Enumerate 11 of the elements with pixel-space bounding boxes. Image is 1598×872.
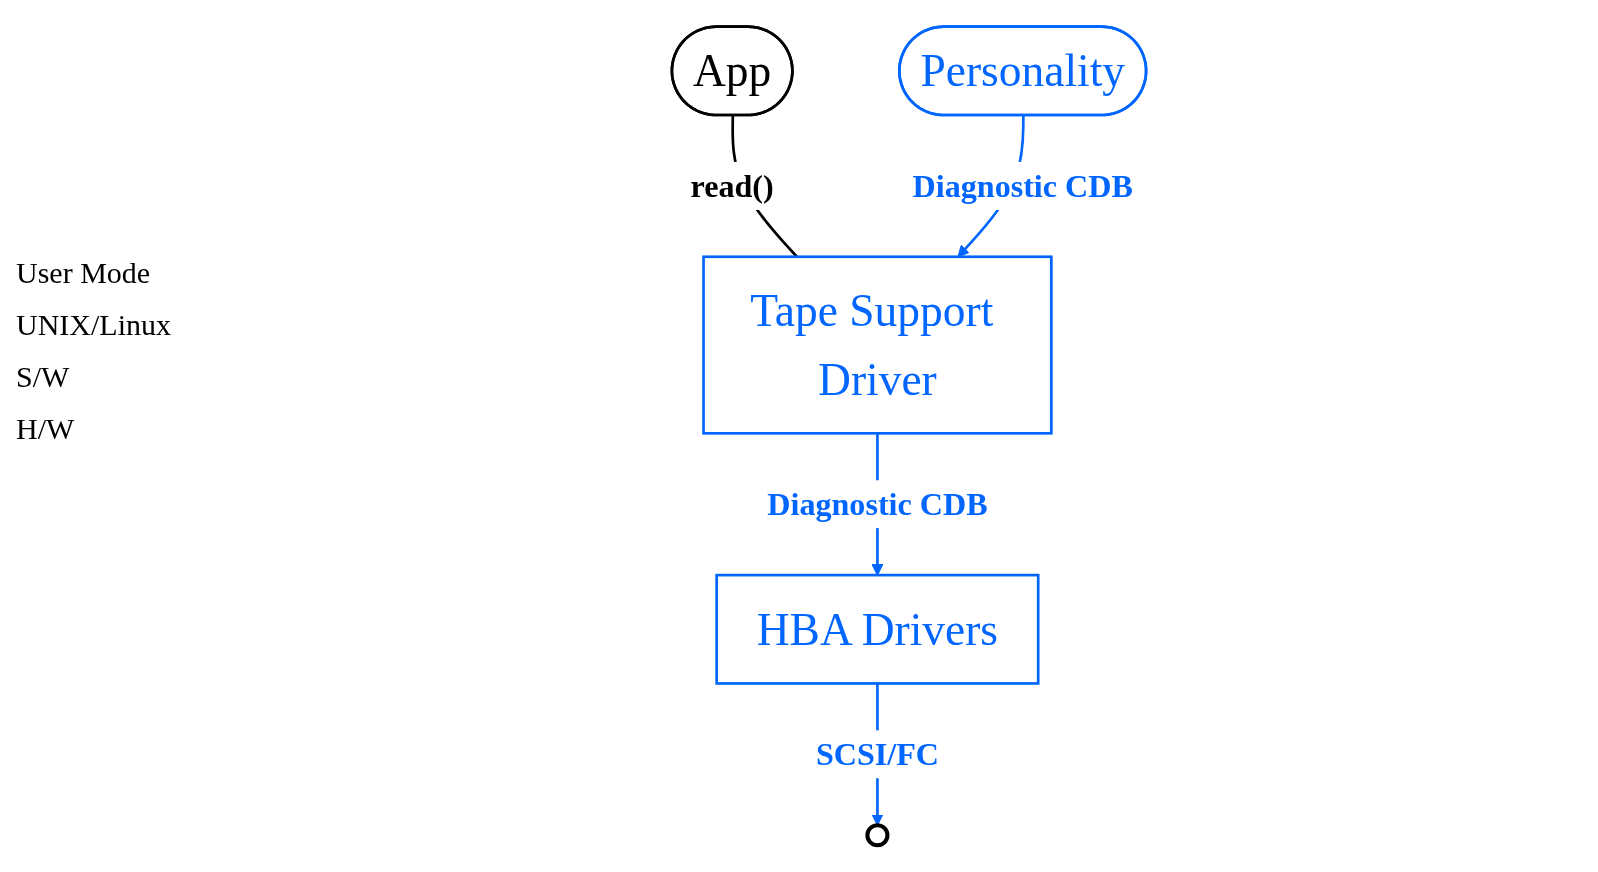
node-box: Tape Support Driver	[702, 255, 1053, 435]
region-label: H/W	[16, 412, 76, 446]
edge-label: Diagnostic CDB	[912, 168, 1133, 204]
node-box: HBA Drivers	[715, 573, 1040, 685]
edge-label: Diagnostic CDB	[767, 486, 988, 522]
region-label: UNIX/Linux	[16, 308, 172, 342]
node-circle	[865, 823, 890, 848]
region-label: User Mode	[16, 256, 152, 290]
region-label: S/W	[16, 360, 71, 394]
edge-label: SCSI/FC	[815, 736, 939, 772]
edge-label: read()	[690, 168, 774, 204]
